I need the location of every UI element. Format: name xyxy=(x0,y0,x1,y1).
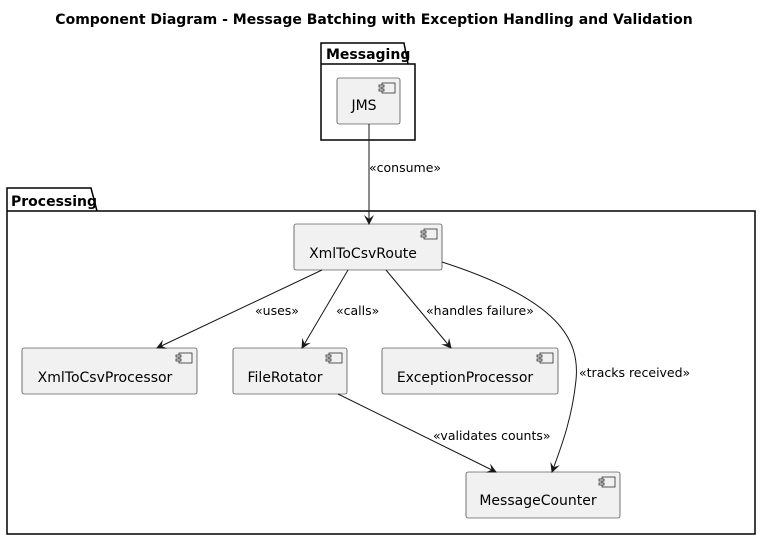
edge-handles-failure-label: «handles failure» xyxy=(426,303,534,318)
diagram-title: Component Diagram - Message Batching wit… xyxy=(55,12,692,28)
component-xmltocsvroute-label: XmlToCsvRoute xyxy=(309,246,417,262)
component-icon xyxy=(378,82,396,94)
component-xmltocsvprocessor[interactable]: XmlToCsvProcessor xyxy=(21,347,198,395)
component-exceptionprocessor-label: ExceptionProcessor xyxy=(397,370,534,386)
component-jms-label: JMS xyxy=(350,98,376,114)
component-jms[interactable]: JMS xyxy=(336,77,401,125)
edge-validates-counts: «validates counts» xyxy=(337,393,551,473)
edge-tracks-received-label: «tracks received» xyxy=(579,365,690,380)
component-icon xyxy=(598,476,616,488)
component-icon xyxy=(420,228,438,240)
component-exceptionprocessor[interactable]: ExceptionProcessor xyxy=(381,347,559,395)
package-processing-label: Processing xyxy=(11,194,97,210)
package-processing: Processing xyxy=(6,187,756,535)
edge-validates-counts-label: «validates counts» xyxy=(433,428,551,443)
component-messagecounter[interactable]: MessageCounter xyxy=(465,471,621,519)
edge-tracks-received: «tracks received» xyxy=(441,261,690,473)
edge-handles-failure: «handles failure» xyxy=(385,269,534,349)
component-icon xyxy=(175,352,193,364)
component-xmltocsvprocessor-label: XmlToCsvProcessor xyxy=(38,370,173,386)
component-icon xyxy=(536,352,554,364)
edge-calls-label: «calls» xyxy=(336,303,379,318)
component-icon xyxy=(325,352,343,364)
component-filerotator[interactable]: FileRotator xyxy=(232,347,348,395)
edge-calls: «calls» xyxy=(301,269,379,349)
edge-uses: «uses» xyxy=(156,269,323,349)
component-messagecounter-label: MessageCounter xyxy=(479,493,597,509)
package-messaging: Messaging xyxy=(320,42,416,141)
package-messaging-label: Messaging xyxy=(326,47,410,63)
component-filerotator-label: FileRotator xyxy=(248,370,323,386)
edge-consume-label: «consume» xyxy=(369,160,441,175)
component-xmltocsvroute[interactable]: XmlToCsvRoute xyxy=(293,223,443,271)
edge-uses-label: «uses» xyxy=(255,303,299,318)
edge-consume: «consume» xyxy=(364,124,441,225)
